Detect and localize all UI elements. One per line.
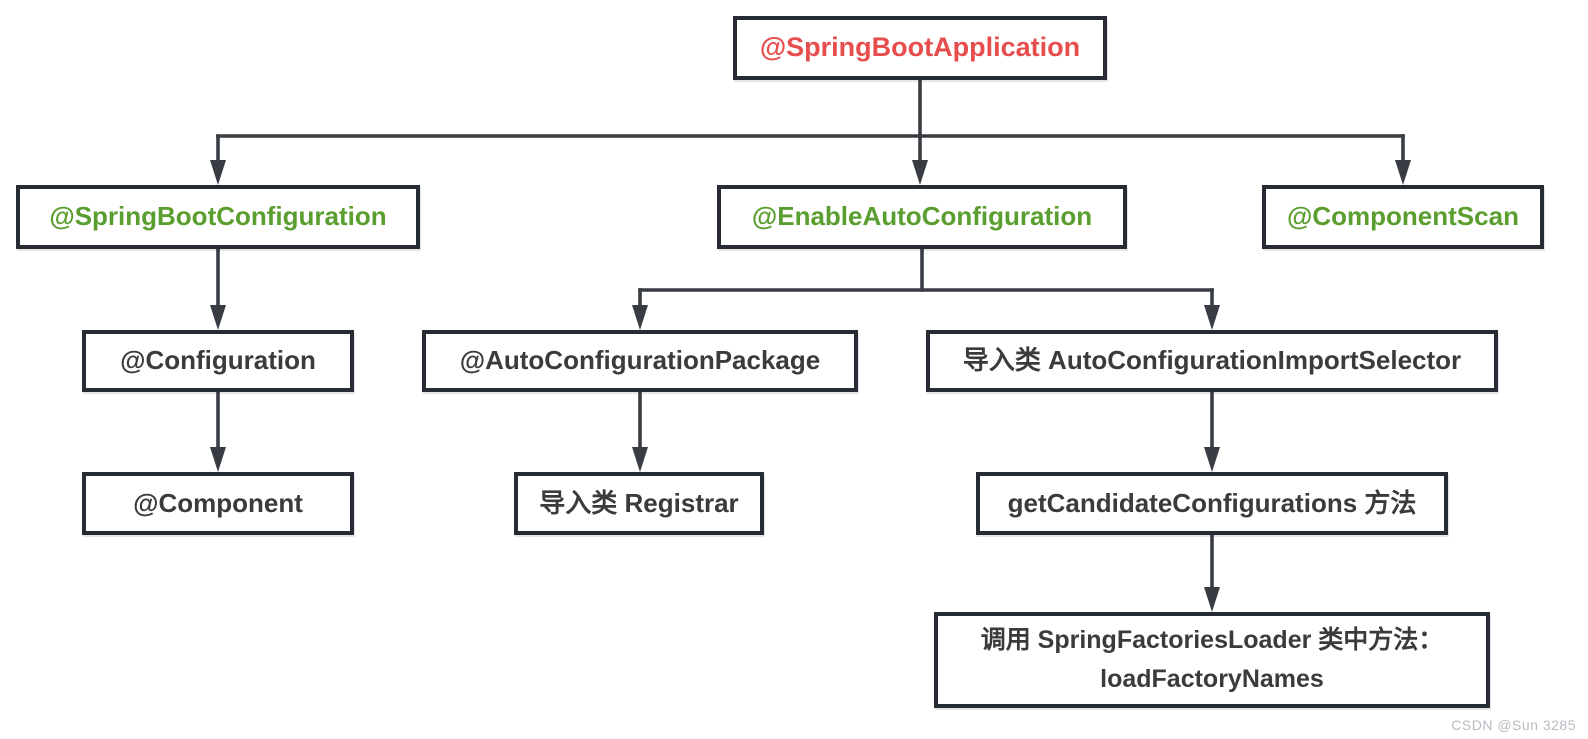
node-load-factory-names: 调用 SpringFactoriesLoader 类中方法： loadFacto… [934,612,1490,708]
arrowhead-comp [210,447,226,472]
arrowhead-eac [912,160,928,185]
node-spring-boot-configuration: @SpringBootConfiguration [16,185,420,249]
arrowhead-registrar [632,447,648,472]
arrowhead-sbc [210,160,226,185]
node-get-candidate-configurations: getCandidateConfigurations 方法 [976,472,1448,535]
node-auto-configuration-package: @AutoConfigurationPackage [422,330,858,392]
node-enable-auto-configuration: @EnableAutoConfiguration [717,185,1127,249]
arrowhead-cs [1395,160,1411,185]
node-load-factory-names-line1: 调用 SpringFactoriesLoader 类中方法： [980,626,1444,655]
node-auto-configuration-import-selector: 导入类 AutoConfigurationImportSelector [926,330,1498,392]
node-load-factory-names-line2: loadFactoryNames [1100,665,1324,693]
watermark: CSDN @Sun 3285 [1451,717,1576,733]
arrowhead-acp [632,305,648,330]
arrowhead-conf [210,305,226,330]
node-spring-boot-application: @SpringBootApplication [733,16,1107,80]
node-configuration: @Configuration [82,330,354,392]
node-registrar: 导入类 Registrar [514,472,764,535]
node-component: @Component [82,472,354,535]
arrowhead-loader [1204,587,1220,612]
node-component-scan: @ComponentScan [1262,185,1544,249]
arrowhead-imports [1204,305,1220,330]
arrowhead-getcand [1204,447,1220,472]
